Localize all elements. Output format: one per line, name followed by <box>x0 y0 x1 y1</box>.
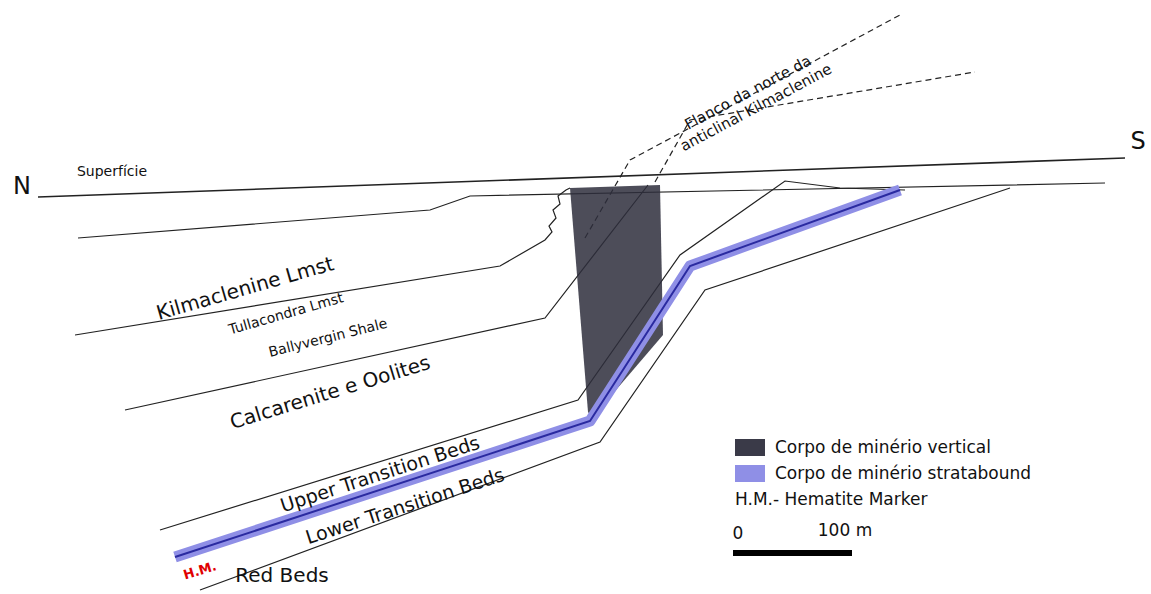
legend-row: H.M.- Hematite Marker <box>735 489 927 509</box>
layer-label: Red Beds <box>235 564 329 586</box>
legend-swatch <box>735 465 765 482</box>
legend-swatch <box>735 439 765 456</box>
legend-text: Corpo de minério vertical <box>775 437 991 457</box>
legend-row: Corpo de minério stratabound <box>735 463 1031 483</box>
layer-label: N <box>13 173 31 199</box>
layer-label: S <box>1130 128 1145 154</box>
layer-label: Flanco da norte da anticlinal Kilmacleni… <box>656 38 848 161</box>
legend-text: H.M.- Hematite Marker <box>735 489 927 509</box>
layer-label: Ballyvergin Shale <box>267 316 389 360</box>
layer-label: H.M. <box>182 559 218 583</box>
layer-label: 0 <box>733 524 744 543</box>
legend-row: Corpo de minério vertical <box>735 437 991 457</box>
layer-label: Calcarenite e Oolites <box>227 351 433 433</box>
legend-text: Corpo de minério stratabound <box>775 463 1031 483</box>
layer-label: Superfície <box>77 164 147 179</box>
layer-label: 100 m <box>818 521 872 540</box>
